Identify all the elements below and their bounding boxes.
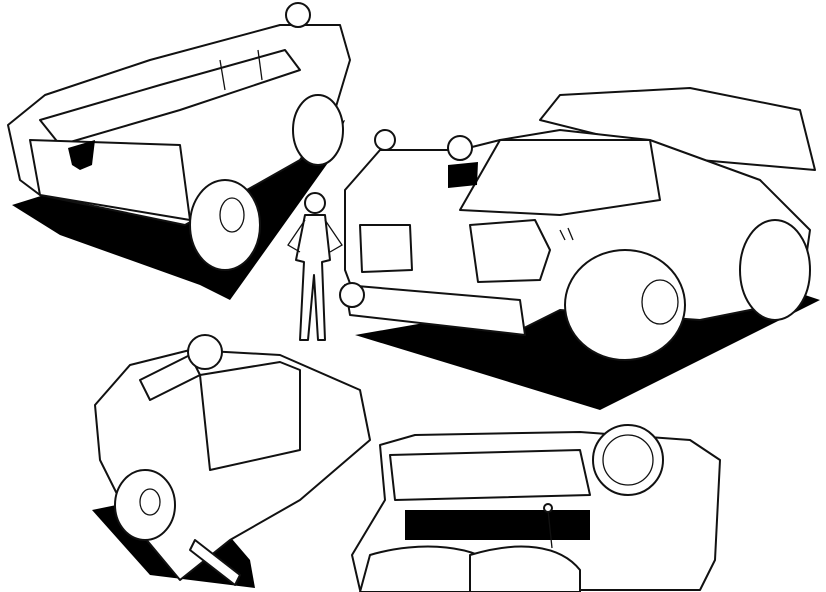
wheel — [739, 219, 811, 321]
vehicle-front-three-quarter-sketch — [339, 87, 820, 410]
wheel — [189, 179, 261, 271]
vehicle-cockpit-side-sketch — [92, 334, 371, 588]
human-scale-figure — [287, 192, 343, 341]
vehicle-rear-view-sketch — [7, 2, 351, 300]
steering-wheel — [187, 334, 223, 370]
headlight — [359, 224, 413, 273]
wheel — [114, 469, 176, 541]
steering-wheel — [285, 2, 311, 28]
wheel — [292, 94, 344, 166]
wheel — [564, 249, 686, 361]
footwell-shadow — [405, 510, 590, 540]
headlight — [469, 219, 551, 283]
dashboard-interior-sketch — [351, 424, 721, 592]
